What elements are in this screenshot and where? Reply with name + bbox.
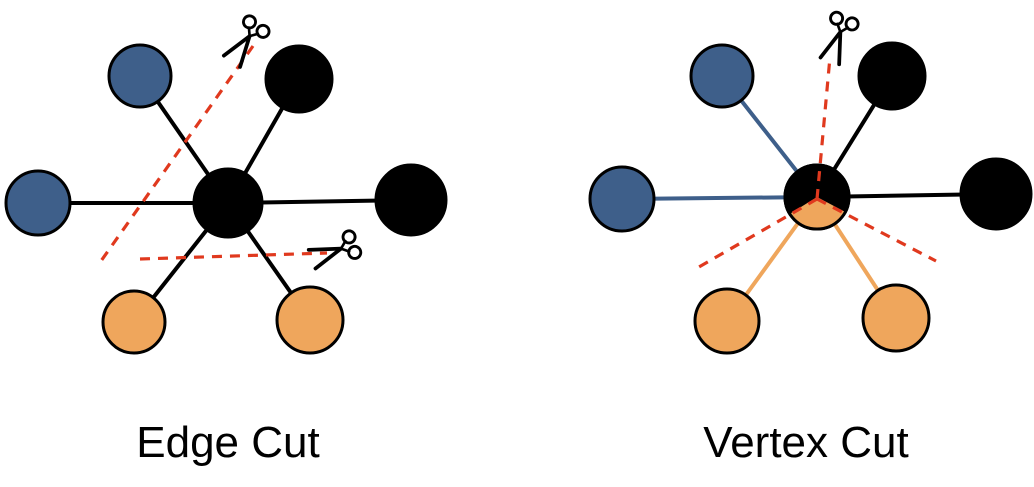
cut-line-up (815, 56, 832, 200)
node-top-left-blue (689, 43, 755, 109)
cut-line-diagonal (99, 45, 255, 262)
edge-cut-nodes (4, 43, 448, 355)
center-node-orange-part (789, 197, 846, 229)
center-node-outline (783, 163, 851, 231)
vertex-cut-nodes (588, 41, 1033, 355)
node-bottom-right-orange (861, 283, 931, 353)
cut-line-horizontal (139, 251, 328, 261)
node-bottom-left-orange (101, 289, 167, 355)
node-top-right-black (264, 44, 334, 114)
node-right-black (959, 157, 1033, 231)
cut-line-down-left (698, 197, 818, 269)
node-left-blue (4, 169, 72, 237)
center-node-black (192, 167, 264, 239)
node-top-right-black (857, 41, 927, 111)
edge-cut-panel: Edge Cut (4, 11, 448, 467)
scissors-icon (305, 227, 365, 275)
vertex-cut-label: Vertex Cut (703, 418, 908, 467)
edge-cut-label: Edge Cut (136, 418, 319, 467)
node-right-black (374, 163, 448, 237)
node-left-blue (588, 165, 656, 233)
node-bottom-right-orange (275, 285, 345, 355)
scissors-icon (218, 11, 274, 72)
node-bottom-left-orange (693, 287, 761, 355)
node-top-left-blue (107, 43, 173, 109)
vertex-cut-panel: Vertex Cut (588, 8, 1033, 467)
cut-line-down-right (816, 197, 937, 263)
scissors-icon (814, 8, 862, 68)
